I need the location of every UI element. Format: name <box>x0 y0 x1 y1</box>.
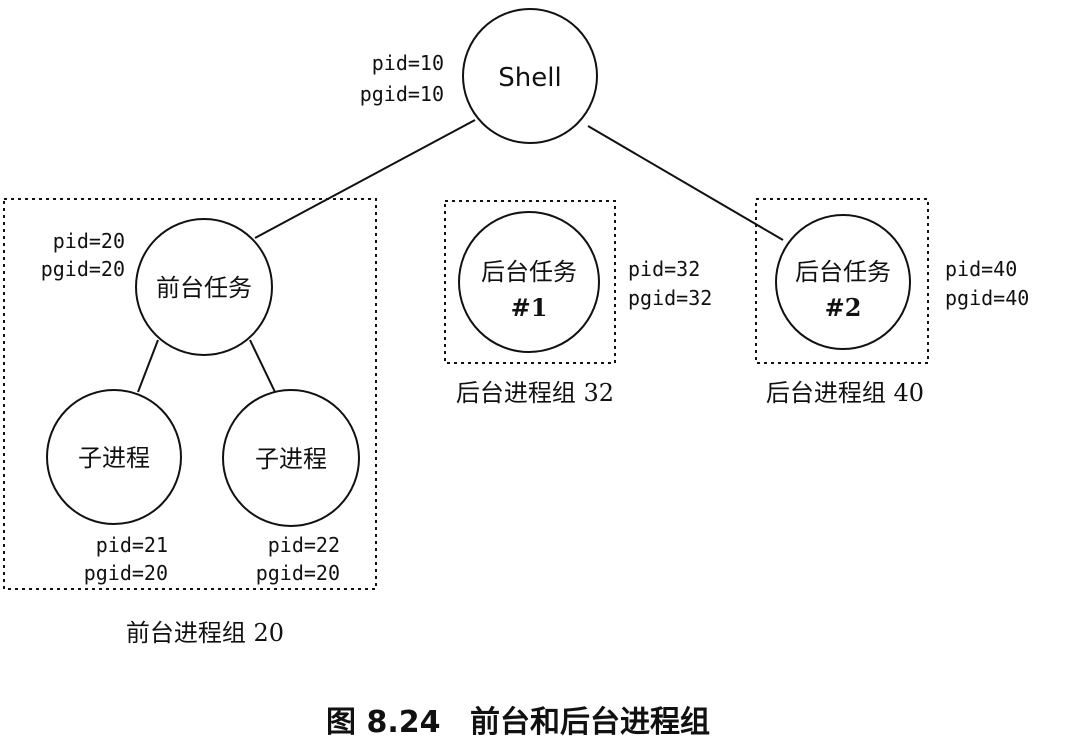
child-process-pid-1: pid=21 <box>96 533 168 557</box>
foreground-task-pgid: pgid=20 <box>41 257 125 281</box>
shell-pid: pid=10 <box>372 51 444 75</box>
background-group-32-box <box>444 200 616 364</box>
figure-title: 前台和后台进程组 <box>470 705 710 740</box>
background-task-pgid-2: pgid=40 <box>945 286 1029 310</box>
foreground-group-box <box>3 198 377 590</box>
background-task-label-2: 后台任务 <box>795 258 891 286</box>
edge-shell-background-40 <box>587 125 784 241</box>
background-task-node-2 <box>775 214 911 350</box>
foreground-task-node <box>135 218 273 356</box>
edge-foreground-child-1 <box>137 339 159 393</box>
background-task-node-1 <box>458 211 600 353</box>
child-process-label-1: 子进程 <box>78 444 150 472</box>
edge-foreground-child-2 <box>249 339 276 393</box>
background-group-32-label: 后台进程组 32 <box>456 379 614 407</box>
background-group-40-label: 后台进程组 40 <box>766 379 924 407</box>
child-process-label-2: 子进程 <box>255 445 327 473</box>
shell-label: Shell <box>498 63 561 93</box>
child-process-node-2 <box>222 389 360 527</box>
background-task-label-1: 后台任务 <box>481 258 577 286</box>
child-process-pid-2: pid=22 <box>268 533 340 557</box>
background-task-number-2: #2 <box>825 293 862 322</box>
background-task-pid-2: pid=40 <box>945 257 1017 281</box>
background-task-number-1: #1 <box>511 293 548 322</box>
shell-pgid: pgid=10 <box>360 82 444 106</box>
child-process-pgid-2: pgid=20 <box>256 561 340 585</box>
foreground-task-pid: pid=20 <box>53 229 125 253</box>
background-task-pid-1: pid=32 <box>628 257 700 281</box>
background-group-40-box <box>755 198 929 364</box>
foreground-group-label: 前台进程组 20 <box>126 619 284 647</box>
background-task-pgid-1: pgid=32 <box>628 286 712 310</box>
shell-node <box>462 8 598 144</box>
figure-number: 图 8.24 <box>326 705 440 740</box>
edge-shell-foreground <box>254 119 476 239</box>
child-process-pgid-1: pgid=20 <box>84 561 168 585</box>
child-process-node-1 <box>46 389 182 525</box>
foreground-task-label: 前台任务 <box>156 274 252 302</box>
